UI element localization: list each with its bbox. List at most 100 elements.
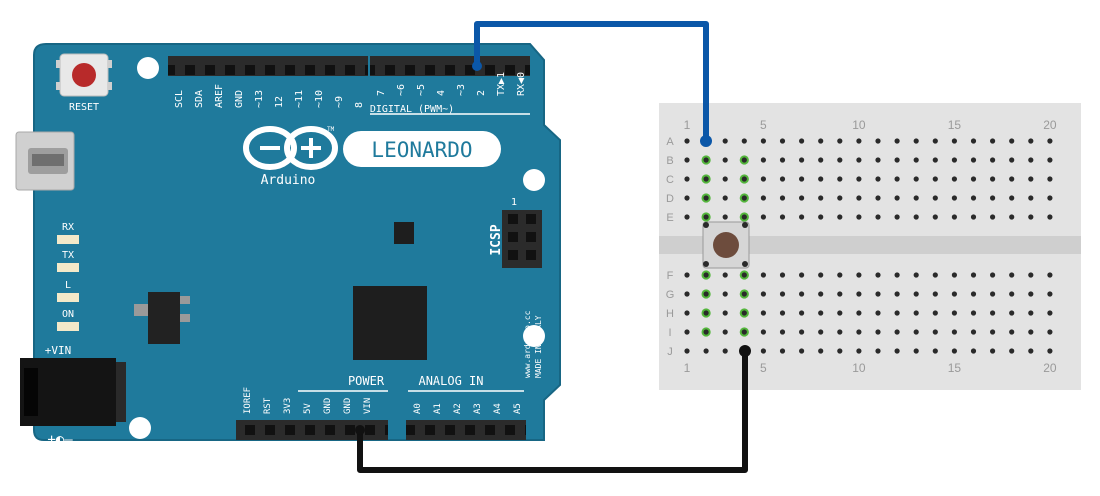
column-number: 10 bbox=[852, 361, 866, 375]
breadboard-hole bbox=[837, 157, 843, 163]
power-pin-label: VIN bbox=[363, 398, 373, 414]
led-tx: TX bbox=[57, 250, 79, 272]
breadboard-hole bbox=[741, 176, 747, 182]
breadboard-hole bbox=[818, 348, 824, 354]
breadboard-hole bbox=[722, 272, 728, 278]
breadboard-hole bbox=[760, 291, 767, 297]
breadboard-hole bbox=[684, 138, 690, 144]
power-header bbox=[236, 420, 388, 440]
breadboard-hole bbox=[837, 329, 843, 335]
digital-pin-label: ~9 bbox=[334, 96, 345, 108]
breadboard-hole bbox=[951, 291, 958, 297]
breadboard-hole bbox=[684, 214, 690, 220]
breadboard-hole bbox=[894, 348, 900, 354]
breadboard-hole bbox=[970, 138, 977, 144]
breadboard-hole bbox=[894, 214, 900, 220]
breadboard-hole bbox=[970, 310, 977, 316]
breadboard-hole bbox=[894, 272, 900, 278]
breadboard-hole bbox=[913, 138, 919, 144]
breadboard-hole bbox=[932, 195, 938, 201]
analog-pin-label: A3 bbox=[473, 403, 483, 414]
breadboard-hole bbox=[1047, 195, 1053, 201]
breadboard-hole bbox=[1028, 348, 1034, 354]
breadboard-hole bbox=[684, 195, 690, 201]
breadboard-hole bbox=[722, 329, 728, 335]
breadboard-hole bbox=[703, 195, 709, 201]
arduino-logo bbox=[243, 126, 338, 170]
breadboard-hole bbox=[799, 291, 805, 297]
breadboard-hole bbox=[799, 157, 805, 163]
breadboard-hole bbox=[1009, 157, 1015, 163]
icsp-pin bbox=[508, 232, 518, 242]
row-letter: E bbox=[666, 212, 673, 224]
svg-text:TX: TX bbox=[62, 250, 74, 261]
breadboard-hole bbox=[818, 157, 824, 163]
breadboard-center-channel bbox=[659, 236, 1081, 254]
breadboard-hole bbox=[894, 291, 900, 297]
column-number: 5 bbox=[760, 361, 767, 375]
column-number: 1 bbox=[684, 118, 691, 132]
breadboard-hole bbox=[990, 138, 996, 144]
breadboard-hole bbox=[1009, 214, 1015, 220]
digital-pin-label: ~11 bbox=[294, 90, 305, 108]
icsp-label: ICSP bbox=[489, 224, 504, 255]
breadboard-hole bbox=[818, 176, 824, 182]
column-number: 20 bbox=[1043, 118, 1057, 132]
breadboard-hole bbox=[703, 348, 709, 354]
digital-pin-label: 8 bbox=[354, 102, 365, 108]
breadboard-hole bbox=[894, 157, 900, 163]
breadboard-hole bbox=[779, 214, 786, 220]
breadboard-hole bbox=[951, 329, 958, 335]
breadboard-hole bbox=[818, 138, 824, 144]
breadboard-hole bbox=[932, 310, 938, 316]
blue-wire-start bbox=[472, 61, 482, 71]
mounting-hole bbox=[129, 417, 151, 439]
breadboard-hole bbox=[760, 195, 767, 201]
breadboard-hole bbox=[990, 157, 996, 163]
power-pin-label: 3V3 bbox=[283, 398, 293, 414]
breadboard-hole bbox=[1009, 310, 1015, 316]
breadboard-hole bbox=[875, 195, 881, 201]
reset-button[interactable] bbox=[56, 53, 112, 97]
breadboard-hole bbox=[741, 138, 747, 144]
breadboard-hole bbox=[1028, 214, 1034, 220]
breadboard-hole bbox=[875, 310, 881, 316]
digital-pin-label: ~5 bbox=[416, 84, 427, 96]
breadboard-hole bbox=[1028, 329, 1034, 335]
reset-button-cap[interactable] bbox=[72, 63, 96, 87]
push-button[interactable] bbox=[702, 221, 750, 269]
breadboard-hole bbox=[932, 291, 938, 297]
breadboard-hole bbox=[779, 272, 786, 278]
breadboard-hole bbox=[818, 291, 824, 297]
breadboard-hole bbox=[779, 138, 786, 144]
breadboard-hole bbox=[799, 272, 805, 278]
breadboard-hole bbox=[703, 329, 709, 335]
digital-pin-label: TX▶1 bbox=[496, 72, 507, 96]
breadboard-hole bbox=[684, 291, 690, 297]
breadboard-hole bbox=[837, 310, 843, 316]
breadboard-hole bbox=[913, 329, 919, 335]
digital-pin-label: AREF bbox=[214, 84, 225, 108]
breadboard-hole bbox=[913, 272, 919, 278]
breadboard-hole bbox=[779, 310, 786, 316]
logo-plus-ring bbox=[284, 126, 338, 170]
blue-wire bbox=[474, 21, 709, 141]
breadboard-hole bbox=[875, 329, 881, 335]
breadboard-hole bbox=[913, 214, 919, 220]
breadboard-hole bbox=[1028, 176, 1034, 182]
breadboard-hole bbox=[760, 329, 767, 335]
analog-pin-label: A5 bbox=[513, 403, 523, 414]
breadboard-hole bbox=[741, 272, 747, 278]
digital-header-left bbox=[168, 56, 368, 76]
breadboard-hole bbox=[951, 272, 958, 278]
analog-label: ANALOG IN bbox=[418, 374, 483, 388]
breadboard-hole bbox=[932, 348, 938, 354]
row-letter: J bbox=[667, 346, 673, 358]
breadboard-hole bbox=[722, 176, 728, 182]
digital-pin-label: 2 bbox=[476, 90, 487, 96]
breadboard-hole bbox=[722, 195, 728, 201]
breadboard-hole bbox=[741, 329, 747, 335]
blue-wire-end bbox=[700, 135, 712, 147]
push-button-cap[interactable] bbox=[713, 232, 739, 258]
row-letter: A bbox=[666, 136, 674, 148]
